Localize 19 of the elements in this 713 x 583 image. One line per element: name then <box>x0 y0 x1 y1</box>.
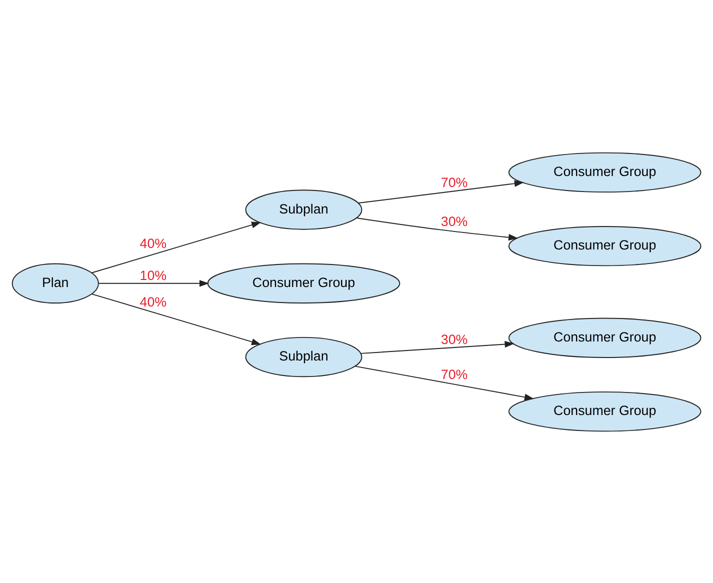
node-ellipse: Consumer Group <box>207 262 400 303</box>
edge-label: 10% <box>140 267 167 282</box>
node-ellipse: Plan <box>12 262 99 303</box>
edge-label: 40% <box>140 294 167 310</box>
arrow <box>98 280 210 286</box>
arrow <box>354 365 534 400</box>
node-ellipse: Consumer Group <box>508 390 702 432</box>
edge-label: 30% <box>440 214 468 229</box>
edge-label: 40% <box>140 236 167 251</box>
node-ellipse: Consumer Group <box>508 152 702 192</box>
arrow <box>356 217 518 240</box>
arrow <box>358 180 524 203</box>
arrow <box>91 221 262 273</box>
arrow <box>360 340 514 354</box>
edge-label: 70% <box>440 174 468 190</box>
arrow <box>91 293 262 345</box>
node-ellipse: Consumer Group <box>508 317 702 358</box>
edge-label: 70% <box>440 366 468 382</box>
edge-label: 30% <box>440 331 468 346</box>
